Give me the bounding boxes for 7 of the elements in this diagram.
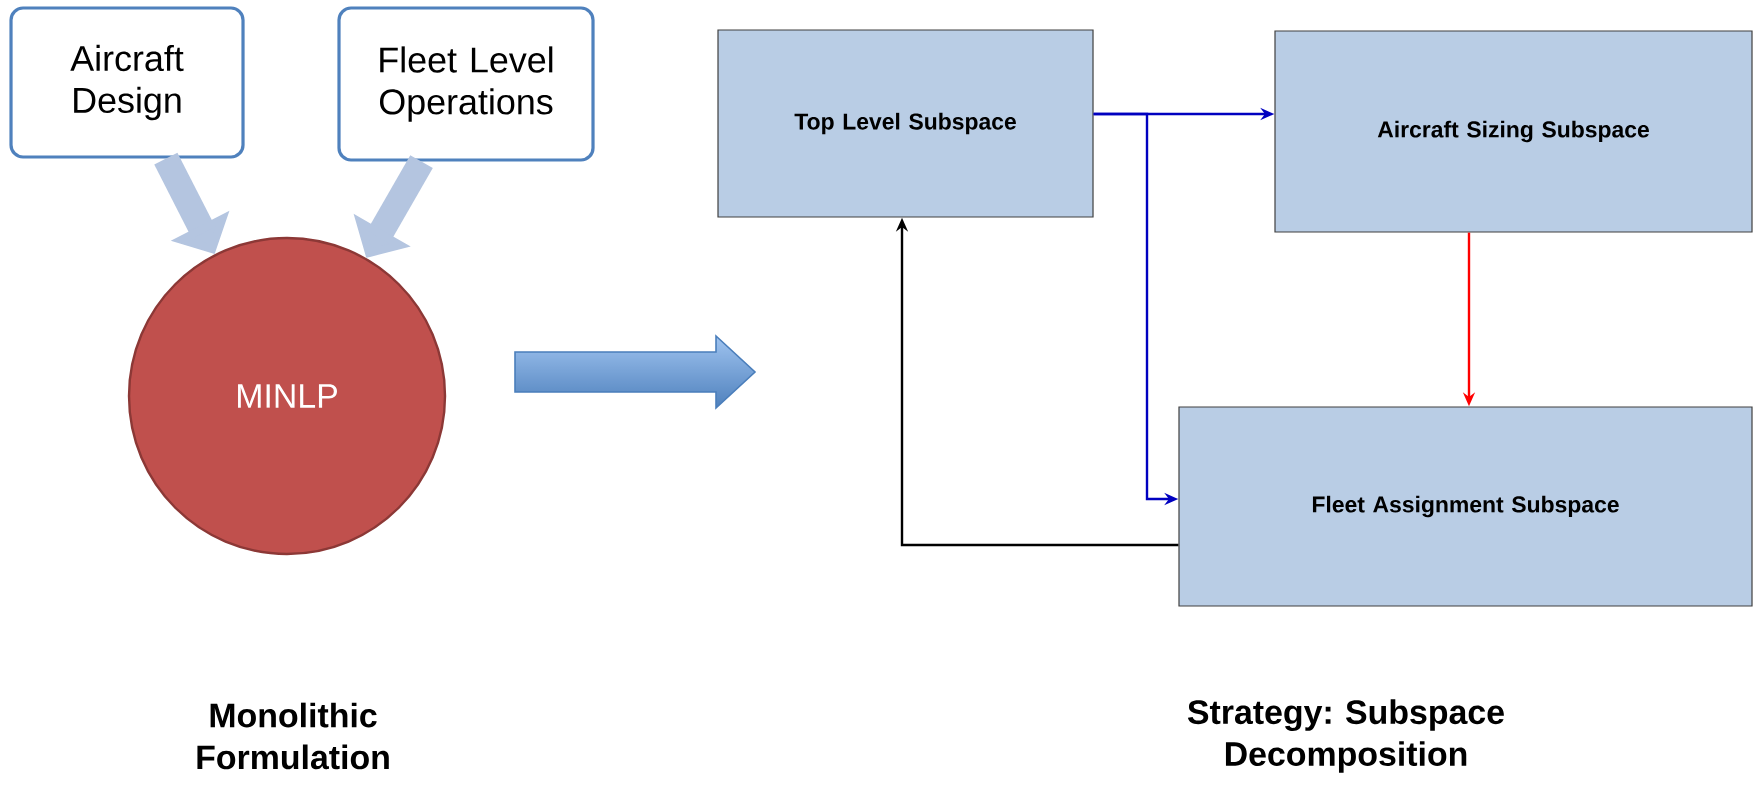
input-box: Fleet Level Operations bbox=[337, 6, 595, 162]
caption: Monolithic Formulation bbox=[197, 702, 389, 770]
subspace-box: Aircraft Sizing Subspace bbox=[1274, 30, 1753, 233]
input-box: Aircraft Design bbox=[9, 6, 245, 159]
subspace-box: Fleet Assignment Subspace bbox=[1178, 406, 1753, 607]
caption: Strategy: Subspace Decomposition bbox=[1187, 699, 1504, 773]
subspace-box: Top Level Subspace bbox=[717, 29, 1094, 218]
